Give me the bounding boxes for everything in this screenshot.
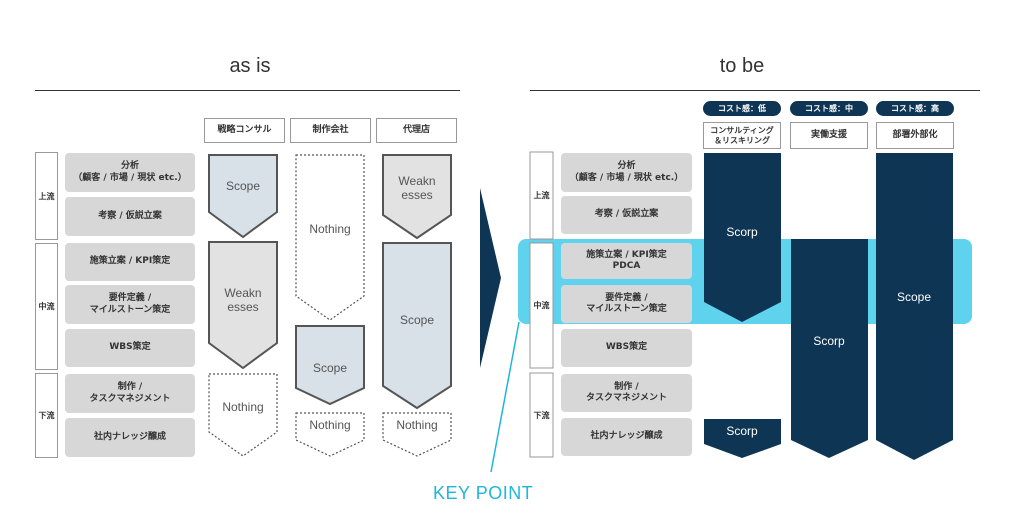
asis-task-hypothesis: 考察 / 仮説立案 [65,197,195,236]
tobe-task-kpi-pdca: 施策立案 / KPI策定 PDCA [561,243,692,279]
asis-divider [35,90,460,91]
consul-nothing-label: Nothing [222,400,263,414]
agency-nothing-arrow [382,412,452,457]
asis-task-wbs: WBS策定 [65,329,195,367]
tobe-divider [530,90,980,91]
tobe-col1-scope-arrow [704,153,781,322]
tobe-task-requirements: 要件定義 / マイルストーン策定 [561,285,692,323]
consul-scope-label: Scope [226,179,260,193]
tobe-col1-scope2-arrow [704,419,781,458]
tobe-col-outsource: 部署外部化 [876,122,954,149]
agency-scope-label: Scope [400,313,434,327]
seisaku-nothing-label: Nothing [309,222,350,236]
cost-pill-mid: コスト感：中 [790,101,868,116]
tobe-stage-box-downstream [529,372,554,458]
asis-task-knowledge: 社内ナレッジ醸成 [65,418,195,457]
agency-weakness-label-2: esses [401,188,432,202]
consul-weakness-arrow [208,241,278,370]
asis-col-consul: 戦略コンサル [204,118,285,143]
agency-scope-arrow [382,242,452,410]
consul-nothing-arrow [208,373,278,457]
asis-title: as is [229,55,271,77]
tobe-stage-midstream: 中流 [533,301,550,310]
seisaku-scope-label: Scope [313,361,347,375]
tobe-col-jitsudou: 実働支援 [790,122,868,149]
tobe-title: to be [719,55,765,77]
transition-arrow [480,188,501,368]
consul-weakness-label-1: Weakn [224,286,261,300]
asis-stage-midstream: 中流 [35,243,58,370]
tobe-task-production: 制作 / タスクマネジメント [561,374,692,412]
asis-task-requirements: 要件定義 / マイルストーン策定 [65,285,195,324]
asis-col-seisaku: 制作会社 [290,118,371,143]
seisaku-nothing2-label: Nothing [309,418,350,432]
tobe-col-consulting: コンサルティング ＆リスキリング [703,122,781,149]
tobe-task-knowledge: 社内ナレッジ醸成 [561,418,692,456]
tobe-task-wbs: WBS策定 [561,329,692,367]
asis-col-agency: 代理店 [376,118,457,143]
agency-weakness-arrow [382,154,452,240]
seisaku-nothing-arrow [295,154,365,321]
tobe-col2-scope-arrow [791,239,868,458]
asis-stage-downstream: 下流 [35,373,58,458]
tobe-task-analysis: 分析 （顧客 / 市場 / 現状 etc.） [561,153,692,192]
cost-pill-high: コスト感：高 [876,101,954,116]
asis-task-kpi: 施策立案 / KPI策定 [65,243,195,281]
tobe-stage-upstream: 上流 [533,191,550,200]
keypoint-label: KEY POINT [433,483,534,503]
tobe-col3-scope-label: Scope [897,290,931,304]
asis-task-analysis: 分析 （顧客 / 市場 / 現状 etc.） [65,153,195,192]
asis-stage-upstream: 上流 [35,152,58,240]
tobe-stage-box-midstream [529,242,554,369]
consul-scope-arrow [208,154,278,239]
tobe-stage-downstream: 下流 [533,410,550,420]
agency-nothing-label: Nothing [396,418,437,432]
consul-weakness-label-2: esses [227,300,258,314]
cost-pill-low: コスト感：低 [703,101,781,116]
seisaku-scope-arrow [295,325,365,406]
tobe-col3-scope-arrow [876,153,953,460]
tobe-col1-scope-label: Scorp [726,225,758,239]
tobe-col1-scope2-label: Scorp [726,424,758,438]
agency-weakness-label-1: Weakn [398,174,435,188]
tobe-col2-scope-label: Scorp [813,334,845,348]
tobe-task-hypothesis: 考察 / 仮説立案 [561,196,692,234]
keypoint-pointer-line [490,321,520,473]
seisaku-nothing2-arrow [295,412,365,457]
tobe-stage-box-upstream [529,151,554,240]
asis-task-production: 制作 / タスクマネジメント [65,374,195,413]
